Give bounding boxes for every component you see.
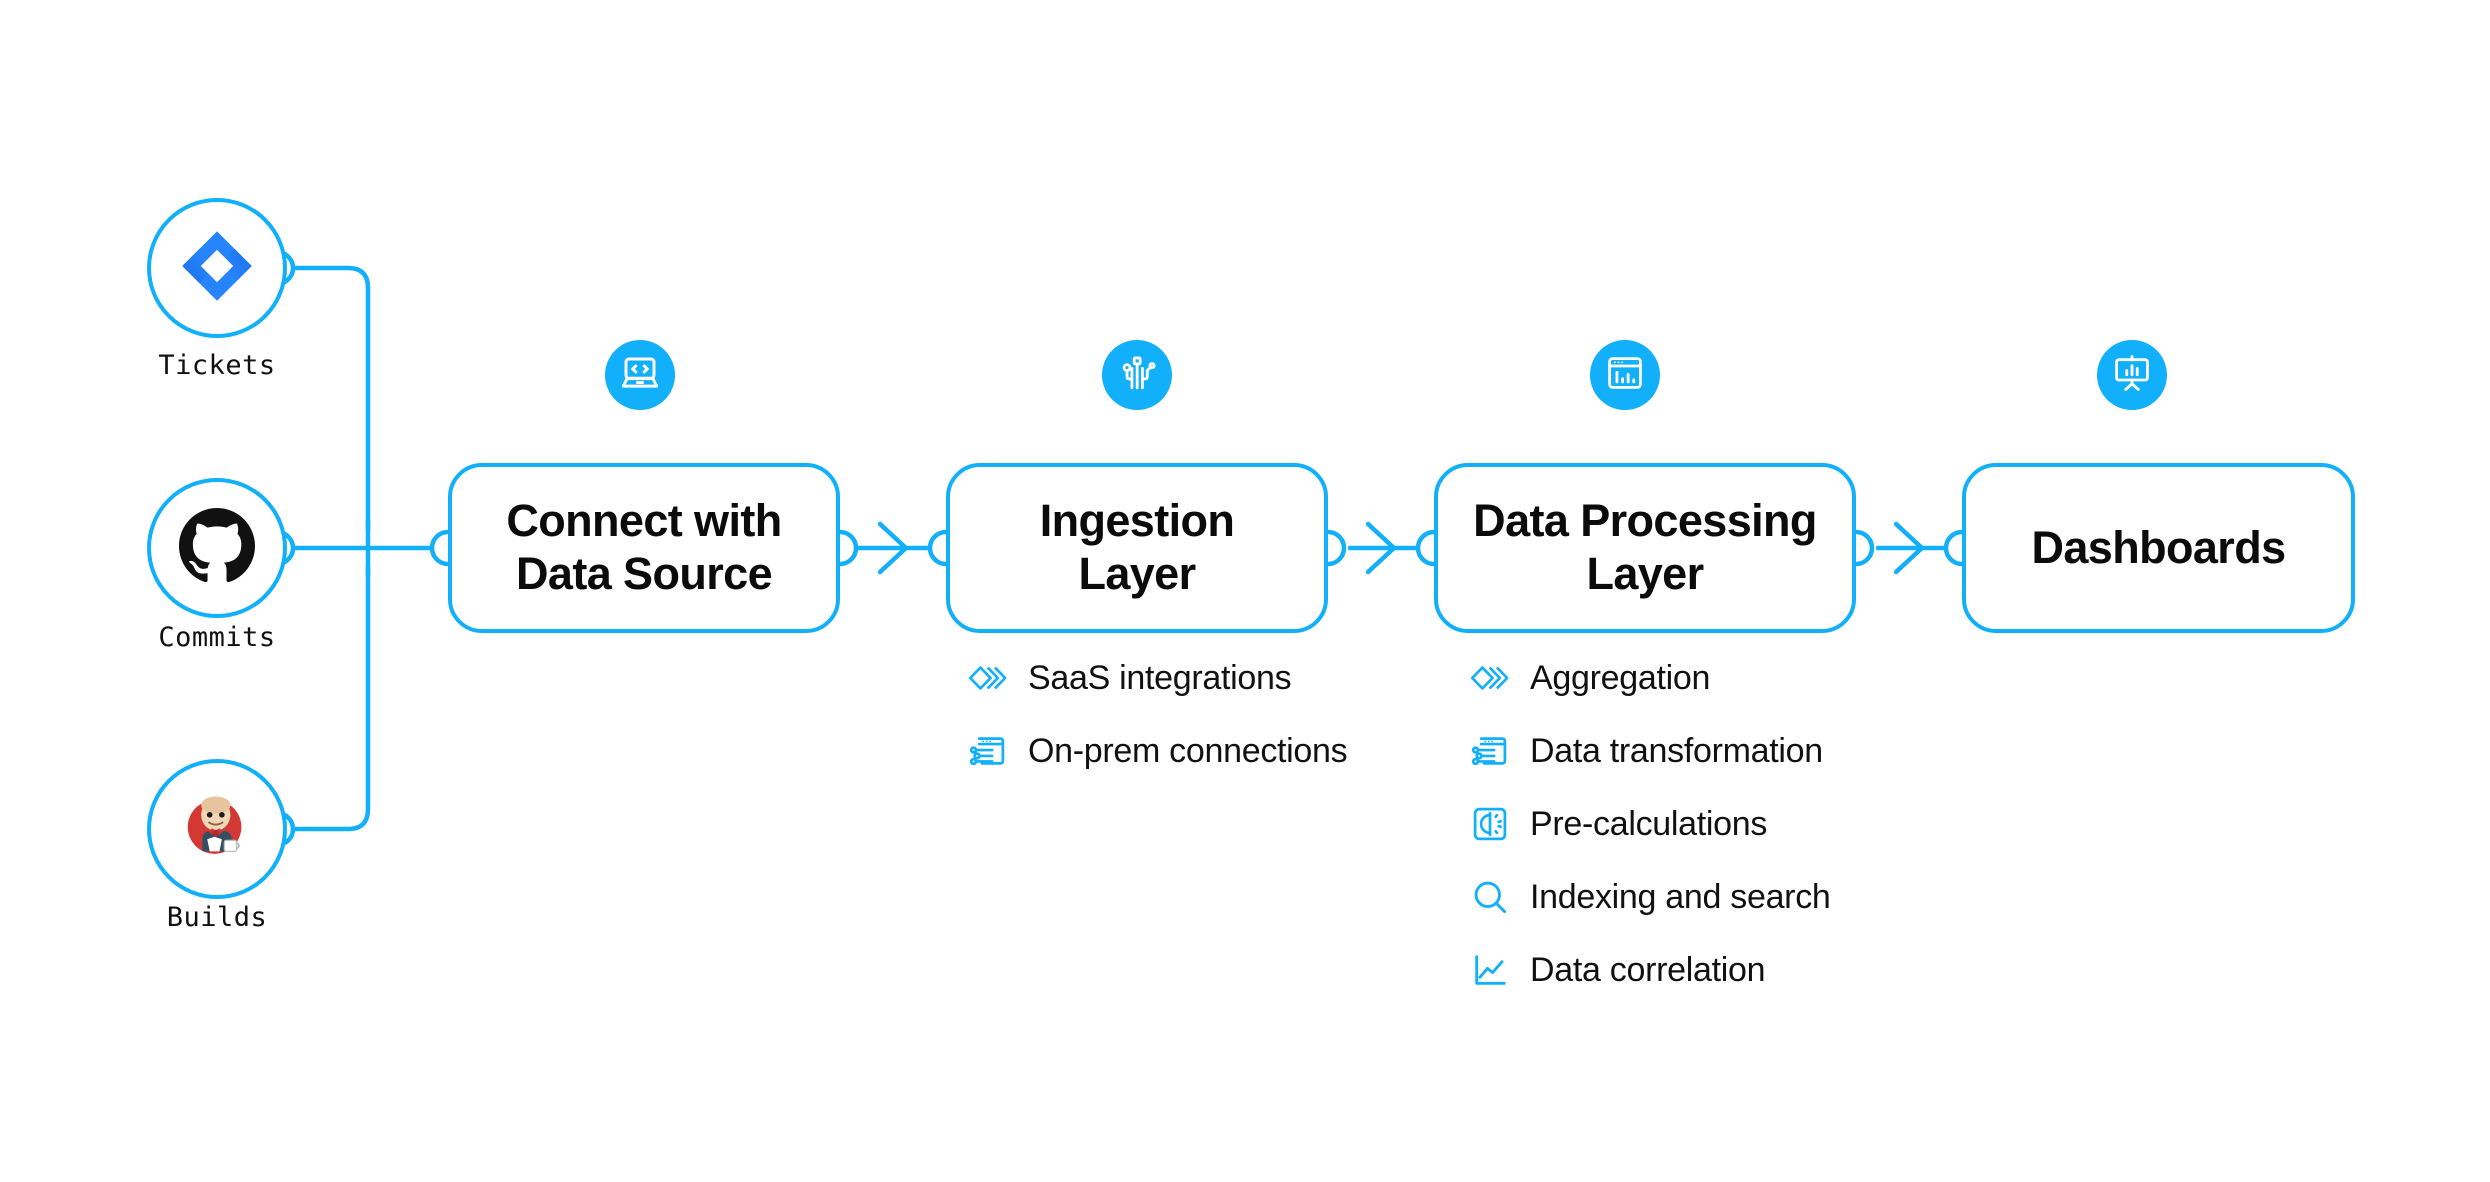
gauge-square-icon <box>1470 804 1510 844</box>
feature-label: On-prem connections <box>1028 731 1348 770</box>
feature-item-aggregation[interactable]: Aggregation <box>1470 655 1831 701</box>
source-label-commits: Commits <box>158 622 276 653</box>
stage-box-data-processing-layer[interactable]: Data Processing Layer <box>1434 463 1856 633</box>
feature-list-data-processing-layer: Aggregation Data transformation <box>1470 655 1831 1020</box>
stage-title-line1: Ingestion <box>1039 495 1235 547</box>
feature-label: Aggregation <box>1530 658 1711 697</box>
feature-item-data-correlation[interactable]: Data correlation <box>1470 947 1831 993</box>
laptop-code-icon <box>619 352 661 399</box>
stage-box-ingestion-layer[interactable]: Ingestion Layer <box>946 463 1328 633</box>
stage-title-dashboards: Dashboards <box>2013 522 2303 575</box>
source-label-tickets: Tickets <box>158 350 276 381</box>
source-node-commits[interactable] <box>147 478 287 618</box>
feature-item-data-transformation[interactable]: Data transformation <box>1470 728 1831 774</box>
line-chart-icon <box>1470 950 1510 990</box>
feature-item-pre-calculations[interactable]: Pre-calculations <box>1470 801 1831 847</box>
source-node-builds[interactable] <box>147 759 287 899</box>
feature-label: Indexing and search <box>1530 877 1831 916</box>
stage-title-line1: Connect with <box>506 495 782 547</box>
feature-label: Pre-calculations <box>1530 804 1768 843</box>
feature-item-on-prem-connections[interactable]: On-prem connections <box>968 728 1348 774</box>
github-icon <box>179 507 255 589</box>
stage-title-line2: Layer <box>1078 548 1196 599</box>
feature-label: Data correlation <box>1530 950 1766 989</box>
wire-tickets <box>290 265 371 533</box>
badge-connect-with-data-source <box>605 340 675 410</box>
arrowhead-1 <box>877 521 909 575</box>
jenkins-icon <box>178 788 256 871</box>
feature-item-indexing-and-search[interactable]: Indexing and search <box>1470 874 1831 920</box>
source-label-builds: Builds <box>166 902 268 933</box>
feature-label: SaaS integrations <box>1028 658 1292 697</box>
wire-builds <box>290 563 371 832</box>
stage-box-dashboards[interactable]: Dashboards <box>1962 463 2355 633</box>
feature-list-ingestion-layer: SaaS integrations On-prem conne <box>968 655 1348 801</box>
window-connections-icon <box>968 731 1008 771</box>
stage-title-line2: Layer <box>1586 548 1704 599</box>
feature-label: Data transformation <box>1530 731 1823 770</box>
badge-dashboards <box>2097 340 2167 410</box>
jira-icon <box>180 229 254 308</box>
stage-title-line1: Dashboards <box>2031 521 2286 573</box>
stage-title-line2: Data Source <box>516 548 773 599</box>
arrowhead-3 <box>1893 521 1925 575</box>
presentation-chart-icon <box>2111 352 2153 399</box>
stage-title-data-processing-layer: Data Processing Layer <box>1455 495 1835 600</box>
feature-item-saas-integrations[interactable]: SaaS integrations <box>968 655 1347 701</box>
stacked-diamonds-icon <box>1470 658 1510 698</box>
badge-data-processing-layer <box>1590 340 1660 410</box>
stage-title-connect-with-data-source: Connect with Data Source <box>488 495 799 600</box>
arrowhead-2 <box>1365 521 1397 575</box>
window-connections-icon <box>1470 731 1510 771</box>
circuit-nodes-icon <box>1116 352 1158 399</box>
source-node-tickets[interactable] <box>147 198 287 338</box>
stage-title-ingestion-layer: Ingestion Layer <box>1022 495 1253 600</box>
badge-ingestion-layer <box>1102 340 1172 410</box>
stage-box-connect-with-data-source[interactable]: Connect with Data Source <box>448 463 840 633</box>
search-icon <box>1470 877 1510 917</box>
stage-title-line1: Data Processing <box>1473 495 1817 547</box>
stacked-diamonds-icon <box>968 658 1008 698</box>
window-barchart-icon <box>1604 352 1646 399</box>
